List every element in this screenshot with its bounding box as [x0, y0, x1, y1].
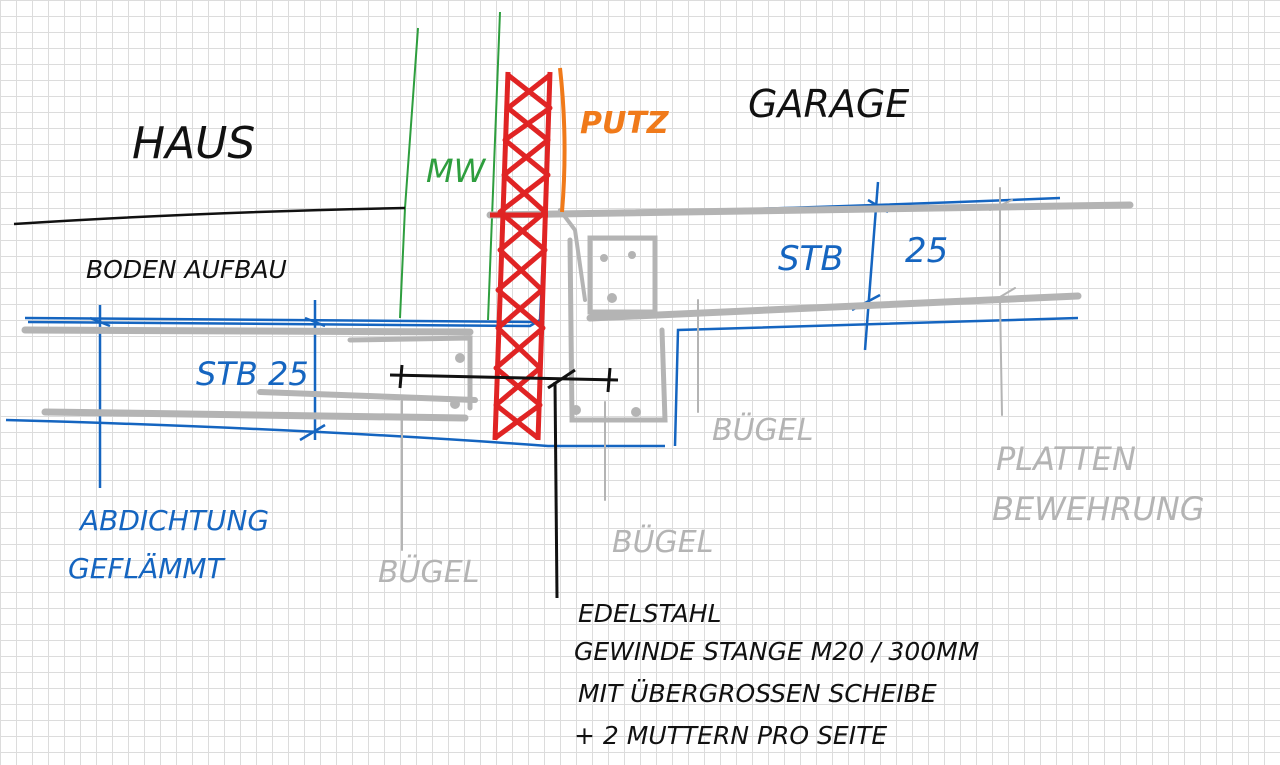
label-mw: MW — [426, 152, 487, 190]
threaded-rod — [389, 364, 619, 599]
note-line-1: EDELSTAHL — [578, 599, 721, 628]
label-bewehrung: BEWEHRUNG — [992, 490, 1204, 528]
label-buegel-left: BÜGEL — [378, 554, 479, 590]
label-stb-right: STB — [778, 239, 844, 279]
label-haus: HAUS — [132, 118, 255, 169]
insulation-lattice — [490, 71, 553, 441]
label-buegel-middle: BÜGEL — [612, 524, 713, 560]
note-line-4: + 2 MUTTERN PRO SEITE — [574, 721, 887, 750]
label-putz: PUTZ — [580, 106, 670, 141]
label-buegel-right: BÜGEL — [712, 412, 813, 448]
label-abdichtung: ABDICHTUNG — [78, 504, 269, 537]
reinforcement — [21, 187, 1134, 551]
note-line-2: GEWINDE STANGE M20 / 300MM — [574, 637, 979, 666]
note-line-3: MIT ÜBERGROSSEN SCHEIBE — [578, 679, 937, 708]
label-garage: GARAGE — [748, 82, 909, 126]
label-boden-aufbau: BODEN AUFBAU — [86, 255, 287, 284]
plaster-line — [558, 67, 567, 213]
label-platten: PLATTEN — [996, 440, 1136, 478]
rebar-dots — [450, 251, 641, 417]
label-geflaemmt: GEFLÄMMT — [68, 552, 226, 585]
label-stb-25-left: STB 25 — [196, 355, 309, 393]
label-dim-25: 25 — [905, 231, 948, 271]
house-floor-line — [13, 206, 406, 226]
